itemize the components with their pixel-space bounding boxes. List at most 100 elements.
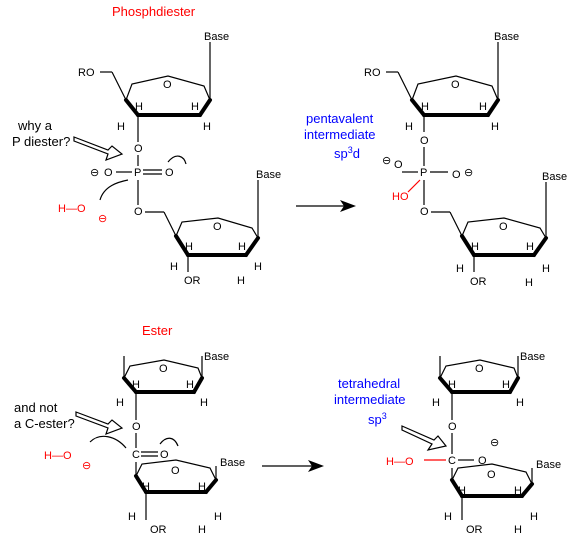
- hydroxide-nucleophile: H—O: [44, 450, 72, 462]
- carbonyl-carbon: C: [132, 449, 140, 461]
- heading-ester: Ester: [142, 323, 173, 338]
- ring-oxygen: O: [487, 469, 496, 481]
- carbonyl-oxygen: O: [160, 449, 169, 461]
- hydroxyl-group: HO: [392, 191, 409, 203]
- minus-charge: ⊖: [382, 155, 391, 167]
- ring-oxygen: O: [451, 79, 460, 91]
- hydroxyl-group: H—O: [386, 456, 414, 468]
- bottom-right-tetrahedral: Base O H H H H O C O ⊖ H—O Base O H H H …: [334, 351, 561, 536]
- bottom-left-ester: Base O H H H H O C O Base O H H H H OR H…: [14, 351, 245, 536]
- question-c-ester: and not: [14, 400, 58, 415]
- h-label: H: [448, 379, 456, 391]
- or-label: OR: [184, 275, 201, 287]
- question-c-ester: a C-ester?: [14, 416, 75, 431]
- h-label: H: [185, 241, 193, 253]
- h-label: H: [238, 241, 246, 253]
- h-label: H: [142, 481, 150, 493]
- minus-charge: ⊖: [464, 167, 473, 179]
- h-label: H: [200, 397, 208, 409]
- tetrahedral-label: tetrahedral: [338, 376, 400, 391]
- h-label: H: [421, 101, 429, 113]
- h-label: H: [128, 511, 136, 523]
- h-label: H: [530, 511, 538, 523]
- oxo-oxygen: O: [165, 167, 174, 179]
- ro-label: RO: [78, 67, 95, 79]
- h-label: H: [526, 241, 534, 253]
- h-label: H: [491, 121, 499, 133]
- reaction-arrow-head: [340, 200, 356, 212]
- h-label: H: [116, 397, 124, 409]
- h-label: H: [514, 524, 522, 536]
- anionic-oxygen: O: [478, 455, 487, 467]
- h-label: H: [471, 241, 479, 253]
- h-label: H: [198, 524, 206, 536]
- h-label: H: [214, 511, 222, 523]
- minus-charge: ⊖: [90, 167, 99, 179]
- base-label: Base: [256, 169, 281, 181]
- h-label: H: [458, 485, 466, 497]
- h-label: H: [479, 101, 487, 113]
- h-label: H: [432, 397, 440, 409]
- ro-label: RO: [364, 67, 381, 79]
- h-label: H: [132, 379, 140, 391]
- top-right-pentavalent: Base O RO H H H H O P O ⊖ O ⊖ HO O Base …: [304, 31, 567, 289]
- or-label: OR: [470, 276, 487, 288]
- top-left-phosphodiester: Base O RO H H H H O P O O ⊖ O Base O H H…: [12, 31, 281, 287]
- tetrahedral-carbon: C: [448, 455, 456, 467]
- base-label: Base: [542, 171, 567, 183]
- minus-charge: ⊖: [490, 437, 499, 449]
- ester-oxygen: O: [134, 143, 143, 155]
- hydroxide-nucleophile: H—O: [58, 203, 86, 215]
- h-label: H: [237, 275, 245, 287]
- pentavalent-label: pentavalent: [306, 111, 374, 126]
- base-label: Base: [204, 31, 229, 43]
- anionic-oxygen: O: [104, 167, 113, 179]
- ester-oxygen: O: [420, 206, 429, 218]
- ring-oxygen: O: [159, 363, 168, 375]
- ester-oxygen: O: [134, 206, 143, 218]
- or-label: OR: [150, 524, 167, 536]
- ester-oxygen: O: [420, 135, 429, 147]
- tetrahedral-label: intermediate: [334, 392, 406, 407]
- hybridization-label: sp3d: [334, 145, 360, 161]
- anionic-oxygen: O: [452, 169, 461, 181]
- base-label: Base: [494, 31, 519, 43]
- h-label: H: [514, 485, 522, 497]
- base-label: Base: [220, 457, 245, 469]
- ester-oxygen: O: [448, 421, 457, 433]
- h-label: H: [502, 379, 510, 391]
- phosphorus: P: [134, 167, 141, 179]
- base-label: Base: [204, 351, 229, 363]
- h-label: H: [405, 121, 413, 133]
- pentavalent-label: intermediate: [304, 127, 376, 142]
- h-label: H: [117, 121, 125, 133]
- ring-oxygen: O: [475, 363, 484, 375]
- ring-oxygen: O: [163, 79, 172, 91]
- h-label: H: [135, 101, 143, 113]
- hybridization-label: sp3: [368, 411, 387, 427]
- question-p-diester: why a: [17, 118, 53, 133]
- ester-oxygen: O: [132, 421, 141, 433]
- h-label: H: [186, 379, 194, 391]
- anionic-oxygen: O: [394, 159, 403, 171]
- ring-oxygen: O: [499, 221, 508, 233]
- ring-oxygen: O: [213, 221, 222, 233]
- h-label: H: [198, 481, 206, 493]
- h-label: H: [170, 261, 178, 273]
- h-label: H: [191, 101, 199, 113]
- ring-oxygen: O: [171, 465, 180, 477]
- minus-charge: ⊖: [98, 213, 107, 225]
- phosphorus: P: [420, 167, 427, 179]
- h-label: H: [456, 263, 464, 275]
- heading-phosphodiester: Phosphdiester: [112, 4, 196, 19]
- h-label: H: [525, 277, 533, 289]
- minus-charge: ⊖: [82, 460, 91, 472]
- base-label: Base: [520, 351, 545, 363]
- h-label: H: [444, 511, 452, 523]
- or-label: OR: [466, 524, 483, 536]
- h-label: H: [254, 261, 262, 273]
- h-label: H: [203, 121, 211, 133]
- base-label: Base: [536, 459, 561, 471]
- h-label: H: [516, 397, 524, 409]
